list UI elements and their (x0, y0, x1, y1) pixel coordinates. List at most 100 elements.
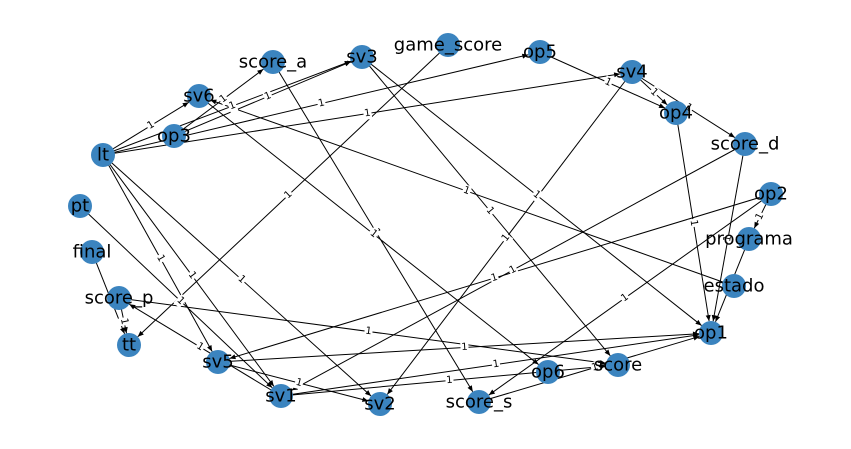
node-op3 (162, 124, 186, 148)
node-score_a (261, 50, 285, 74)
edge-label-background (193, 339, 207, 355)
edge-lt-sv6 (102, 101, 190, 156)
edge-label-lt-op5: 1 (316, 96, 327, 111)
node-sv6 (187, 84, 211, 108)
node-score (606, 353, 630, 377)
edge-arrowhead (705, 314, 711, 322)
edge-lt-sv2 (102, 154, 372, 397)
edge-estado-sv6 (210, 99, 735, 287)
edge-arrowhead (658, 103, 666, 109)
node-score_p (107, 286, 131, 310)
edge-line (712, 143, 746, 322)
edge-label-sv4-sv2: 1 (498, 231, 514, 245)
nodes-layer (68, 33, 783, 416)
node-label-score_a: score_a (239, 52, 307, 73)
edge-label-background (601, 75, 615, 90)
edge-sv3-op1 (361, 56, 702, 326)
edge-line (210, 99, 735, 287)
node-label-score_d: score_d (711, 134, 780, 155)
edge-label-background (366, 226, 381, 242)
edge-arrowhead (387, 388, 393, 395)
edge-label-text: 1 (186, 270, 199, 282)
edge-label-text: 1 (446, 375, 453, 387)
edge-label-text: 1 (722, 234, 734, 242)
edge-arrowhead (266, 381, 273, 388)
edge-arrowhead (137, 330, 144, 337)
edge-label-text: 1 (363, 108, 371, 120)
edge-label-background (173, 293, 188, 309)
edge-score_a-score_s (272, 61, 474, 392)
edge-arrowhead (122, 326, 128, 334)
edge-label-text: 1 (603, 76, 613, 89)
node-label-op1: op1 (694, 323, 728, 344)
edge-label-background (216, 91, 231, 107)
edge-label-background (234, 272, 249, 287)
node-label-game_score: game_score (394, 35, 502, 56)
edge-arrowhead (257, 69, 264, 75)
edge-label-background (589, 360, 601, 375)
edge-label-background (184, 268, 200, 283)
edge-label-text: 1 (145, 119, 156, 132)
node-label-op6: op6 (531, 362, 565, 383)
edge-label-text: 1 (118, 317, 130, 326)
edge-label-text: 1 (508, 264, 519, 277)
node-score_s (467, 390, 491, 414)
node-label-op5: op5 (523, 42, 557, 63)
edge-line (272, 61, 474, 392)
edge-arrowhead (182, 102, 189, 108)
edge-line (361, 56, 702, 326)
edge-label-score_s-op1: 1 (589, 360, 601, 375)
edge-label-lt-sv3: 1 (226, 98, 239, 114)
edge-label-op4-op1: 1 (686, 218, 701, 228)
edge-pt-sv1 (79, 205, 273, 389)
edge-label-text: 1 (484, 205, 497, 217)
edge-line (229, 193, 772, 359)
edge-arrowhead (207, 345, 213, 352)
node-op4 (664, 101, 688, 125)
edge-label-background (261, 89, 275, 104)
edge-line (675, 112, 710, 322)
edge-op2-sv5 (229, 193, 772, 360)
edge-arrowhead (715, 315, 721, 322)
edge-label-text: 1 (194, 341, 205, 354)
node-label-sv2: sv2 (364, 394, 395, 415)
edge-arrowhead (728, 132, 735, 138)
edge-sv5-sv2 (217, 361, 369, 402)
edge-game_score-tt (137, 44, 449, 338)
edge-label-text: 1 (368, 228, 380, 241)
edge-line (129, 303, 282, 397)
edge-arrowhead (532, 358, 539, 365)
edge-label-sv6-op6: 1 (366, 226, 381, 242)
edge-label-background (293, 376, 305, 390)
edge-label-op3-sv3: 1 (261, 89, 275, 104)
edge-label-background (226, 98, 239, 114)
edge-label-lt-sv4: 1 (362, 106, 373, 121)
node-estado (722, 274, 746, 298)
node-label-sv5: sv5 (202, 352, 233, 373)
edge-label-background (281, 187, 296, 203)
edge-label-text: 1 (683, 102, 694, 115)
node-op5 (528, 40, 552, 64)
edge-lt-sv3 (102, 60, 351, 156)
node-label-score: score (594, 355, 642, 376)
node-programa (737, 227, 761, 251)
edge-label-sv5-sv2: 1 (293, 376, 305, 390)
edge-line (280, 334, 700, 397)
node-label-score_s: score_s (446, 392, 513, 413)
edge-label-text: 1 (154, 253, 167, 264)
edge-line (102, 154, 275, 387)
edge-label-sv1-op1: 1 (491, 357, 501, 372)
node-sv2 (368, 392, 392, 416)
edge-arrowhead (599, 360, 607, 366)
node-label-tt: tt (122, 335, 136, 356)
edge-label-background (752, 210, 768, 223)
node-label-lt: lt (97, 145, 109, 166)
edge-label-text: 1 (619, 292, 631, 305)
edge-label-background (721, 233, 735, 244)
node-label-final: final (73, 242, 112, 263)
edge-label-text: 1 (531, 189, 543, 202)
edge-label-lt-sv1: 1 (184, 268, 200, 283)
edge-line (102, 154, 213, 352)
edge-op5-op4 (539, 51, 666, 109)
